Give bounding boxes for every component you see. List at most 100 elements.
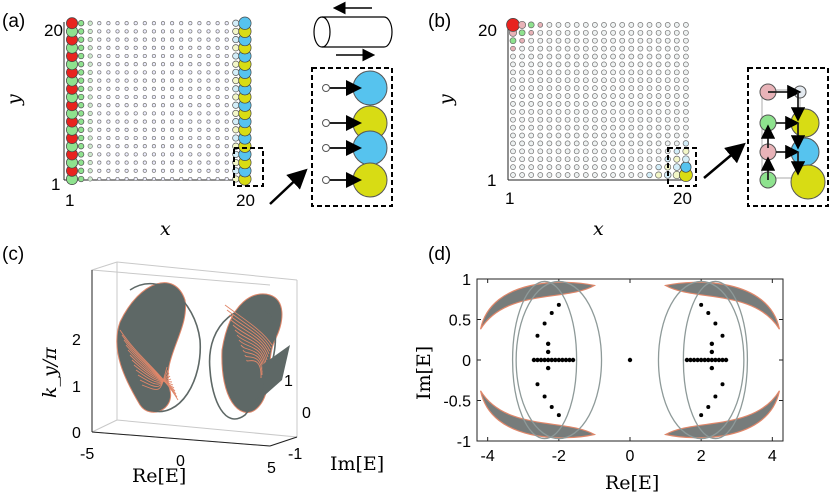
lattice-site [637,116,644,123]
lattice-site [106,45,111,50]
lattice-site [518,20,527,29]
lattice-site [142,78,147,83]
lattice-site [77,28,85,35]
lattice-site [224,62,229,67]
lattice-site [87,168,93,174]
lattice-site [664,93,671,99]
lattice-site [592,140,598,147]
lattice-site [537,53,544,60]
data-point [702,357,707,363]
lattice-site [655,77,662,84]
lattice-site [628,108,635,115]
lattice-site [77,175,85,183]
lattice-site [197,70,202,75]
lattice-site [179,168,184,173]
lattice-site [664,61,671,68]
surface-contour [121,334,178,398]
lattice-site [637,85,644,91]
lattice-site [519,101,525,107]
lattice-site [77,159,85,166]
lattice-site [106,70,111,75]
lattice-site [646,108,653,115]
data-point [695,357,700,363]
lattice-site [601,164,607,170]
data-point [706,357,711,363]
lattice-site [518,29,526,37]
lattice-site [610,124,616,131]
lattice-site [564,116,571,123]
lattice-site [537,45,544,52]
lattice-site [142,135,147,141]
lattice-site [564,69,571,76]
lattice-site [673,85,680,91]
lattice-site [124,94,129,100]
lattice-site [519,140,525,147]
lattice-site [151,29,156,34]
lattice-site [601,85,607,91]
lattice-site [151,176,156,182]
lattice-site [655,124,662,131]
lattice-site [215,119,220,124]
lattice-site [628,85,635,91]
lattice-site [179,144,184,149]
lattice-site [582,69,589,76]
lattice-site [582,93,589,99]
lattice-site [537,156,544,163]
lattice-site [133,78,138,83]
panel-c-x-tick-5: 5 [267,460,276,477]
lattice-site [555,132,562,139]
inset-site-large [790,164,826,200]
lattice-site [124,135,129,141]
lattice-site [87,143,93,149]
lattice-site [179,119,184,124]
lattice-site [555,124,562,131]
lattice-site [97,53,102,59]
lattice-site [555,37,562,44]
surface-contour [230,319,270,355]
lattice-site [170,53,175,59]
lattice-site [66,17,78,30]
lattice-site [683,61,689,68]
lattice-site [510,156,516,163]
lattice-site [528,77,535,84]
lattice-site [582,85,589,91]
lattice-site [592,45,598,52]
lattice-site [151,144,156,149]
lattice-site [97,103,102,108]
lattice-site [610,93,616,99]
lattice-site [582,140,589,147]
surface-contour [224,304,273,346]
lattice-site [528,93,535,99]
lattice-site [224,127,229,132]
lattice-site [87,151,93,157]
lattice-site [537,85,544,91]
lattice-site [592,101,598,107]
lattice-site [77,52,85,60]
spectrum-loop [682,280,749,440]
lattice-site [519,93,525,99]
lattice-site [582,156,589,163]
lattice-site [592,116,598,123]
data-point [556,357,562,363]
lattice-site [664,132,671,139]
lattice-site [683,108,689,115]
surface-contour [139,369,169,387]
lattice-site [601,156,607,163]
lattice-site [637,69,644,76]
lattice-site [224,21,229,26]
lattice-site [555,164,562,170]
lattice-site [133,111,138,116]
lattice-site [87,94,93,100]
lattice-site [528,124,535,131]
lattice-site [573,108,580,115]
lattice-site [115,94,120,100]
lattice-site [197,168,202,173]
panel-b-x-tick-left: 1 [505,189,514,208]
lattice-site [673,69,680,76]
lattice-site [619,61,626,68]
lattice-site [106,29,111,34]
lattice-site [115,21,120,26]
data-point [699,302,704,307]
lattice-site [142,45,147,50]
lattice-site [655,37,662,44]
